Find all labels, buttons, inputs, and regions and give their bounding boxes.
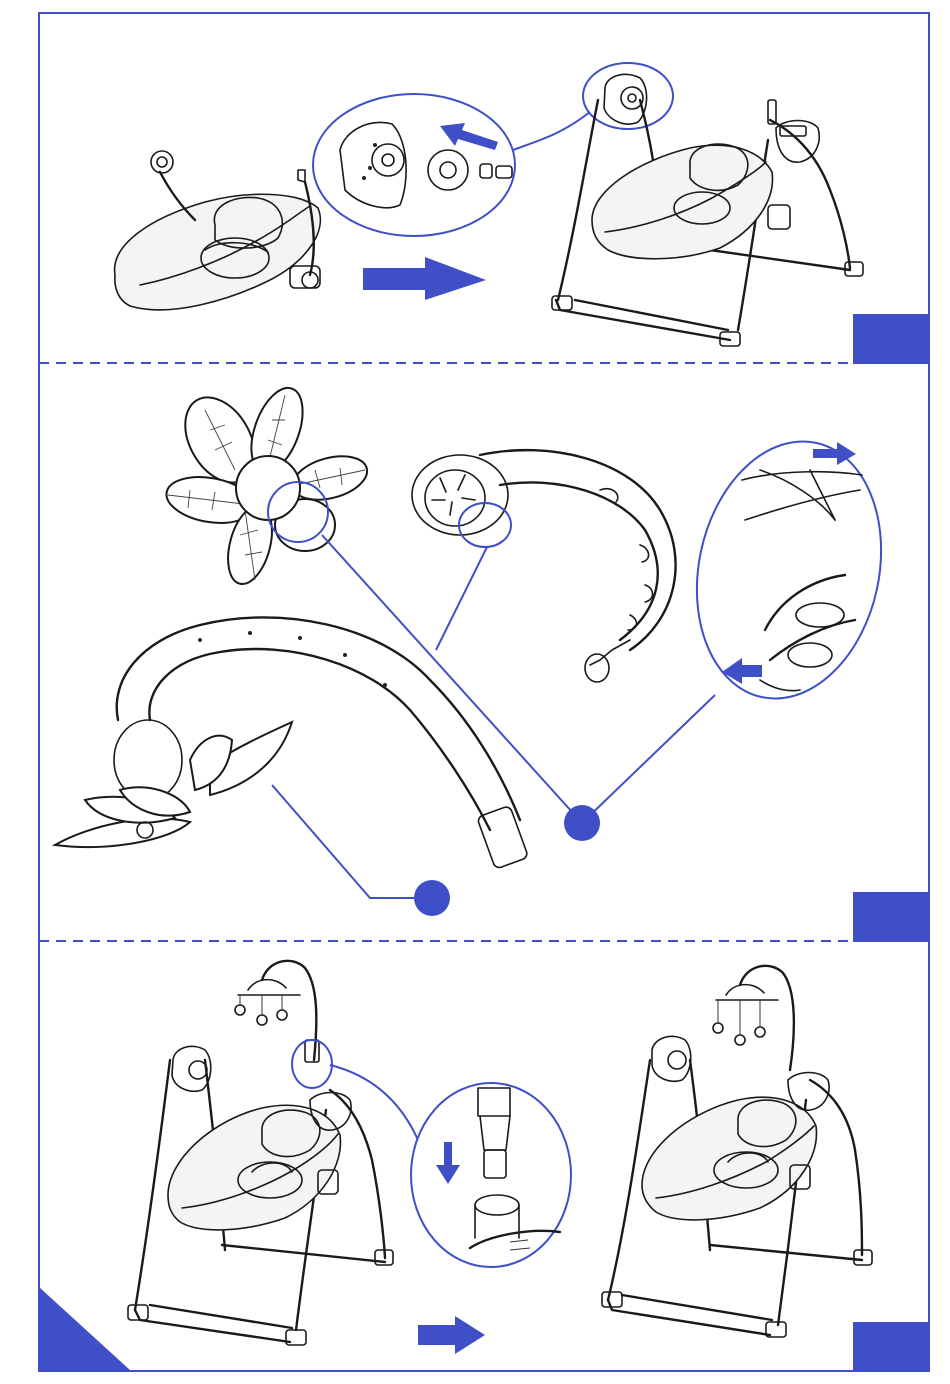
callout-line-a [322,535,582,823]
panel-1-seat-left [115,151,321,310]
socket-callout-small [292,1040,332,1088]
music-box-detail-callout [313,94,515,236]
callout-dot-2 [414,880,450,916]
step-tab-1 [853,314,929,364]
mobile-arm [412,450,676,682]
callout-dot-1 [564,805,600,841]
panel-3-swing-assembled [602,966,872,1337]
clip-detail-callout [674,424,904,716]
callout-line-c [582,695,715,823]
callout-connector-1 [513,112,590,150]
callout-line-d [272,785,432,898]
flower-toy [163,381,372,589]
corner-triangle [39,1287,131,1371]
step-tab-3 [853,1322,929,1371]
step-tab-2 [853,892,929,942]
tube-insert-detail-callout [411,1083,571,1267]
panel-3-swing-left [128,961,393,1345]
arrow-right-icon [418,1316,485,1354]
mobile-arm-with-flower [55,617,528,869]
mobile-socket-callout [459,503,511,547]
arrow-right-icon [363,257,486,300]
callout-line-b [436,547,487,650]
panel-1-swing-assembled [552,74,863,346]
